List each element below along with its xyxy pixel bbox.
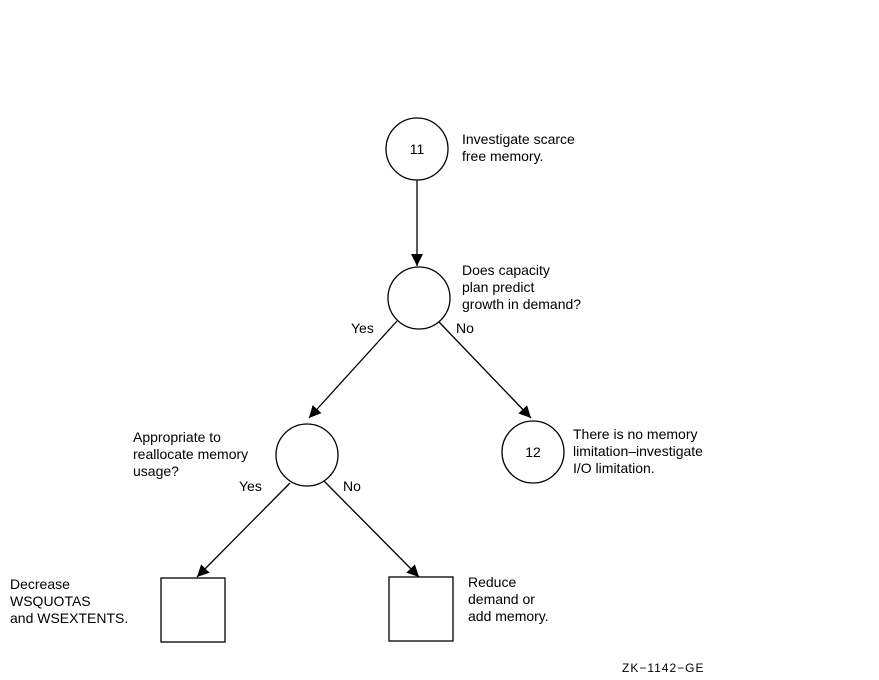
node-start-circle [385,117,449,181]
node-realloc-text: Appropriate to reallocate memory usage? [133,429,249,479]
edge-label-capacity-yes: Yes [351,320,374,336]
node-nolimit-number: 12 [525,444,541,460]
edge-label-realloc-no: No [343,478,361,494]
figure-id: ZK−1142−GE [622,661,705,675]
node-decrease-box [160,577,226,643]
node-capacity-text: Does capacity plan predict growth in dem… [462,262,582,312]
node-capacity-circle [387,266,451,330]
edge-label-realloc-yes: Yes [239,478,262,494]
node-reduce-text: Reduce demand or add memory. [468,574,549,624]
node-start-number: 11 [410,141,425,157]
node-start-text: Investigate scarce free memory. [462,131,575,164]
edge-capacity-yes [308,320,398,419]
node-nolimit-text: There is no memory limitation–investigat… [573,426,703,476]
node-realloc-circle [275,423,339,487]
edge-realloc-no [323,480,420,578]
node-reduce-box [388,576,454,642]
node-decrease-text: Decrease WSQUOTAS and WSEXTENTS. [10,576,129,626]
edge-label-capacity-no: No [456,320,474,336]
edge-capacity-no [438,321,532,419]
edge-realloc-yes [196,482,291,578]
node-nolimit-circle [501,420,565,484]
